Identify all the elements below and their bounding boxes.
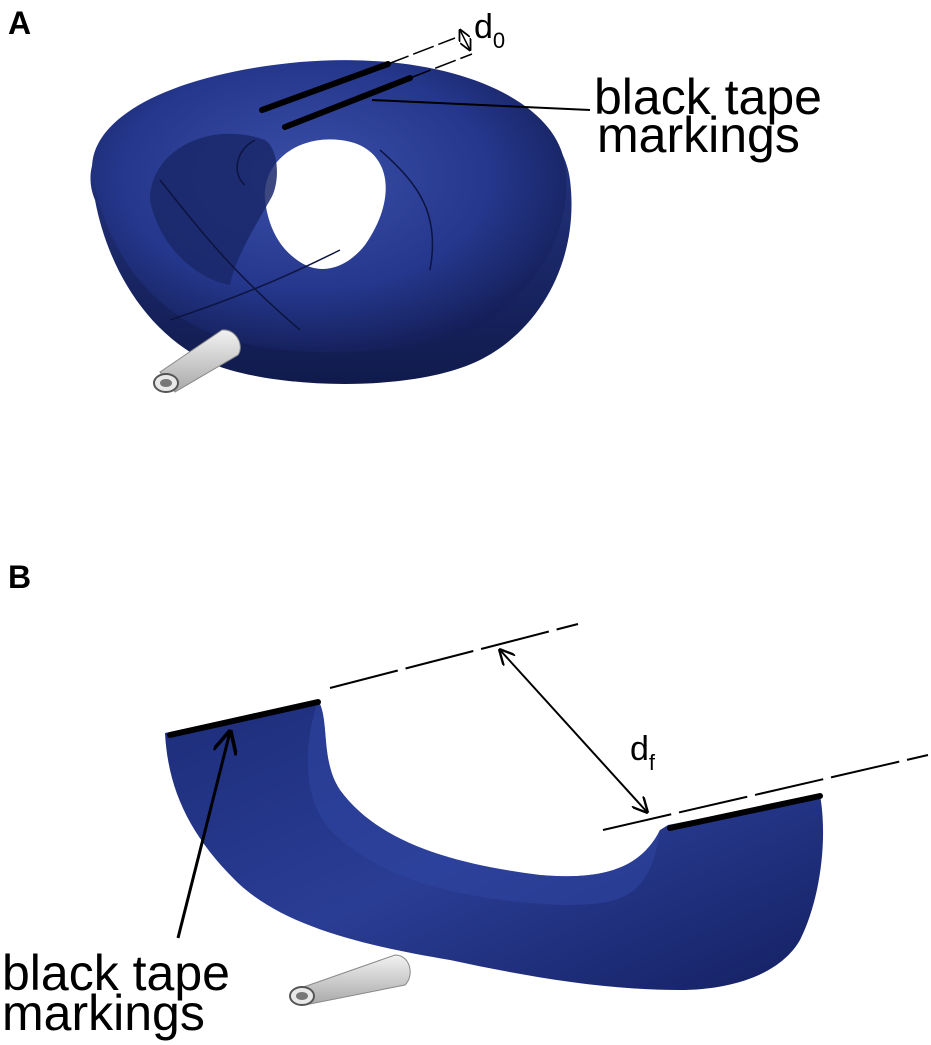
ring-inner-wall bbox=[150, 133, 277, 285]
panel-a-letter: A bbox=[8, 5, 31, 41]
d0-label: d0 bbox=[474, 8, 505, 53]
d0-arrow bbox=[460, 30, 470, 50]
ring-seam-2 bbox=[169, 249, 341, 321]
ring-hole bbox=[264, 139, 386, 269]
label-b-line1: black tape bbox=[2, 945, 230, 1001]
closed-ring-device bbox=[90, 60, 572, 393]
tape-marking-b-right bbox=[667, 793, 823, 831]
panel-b: B df black tape markings bbox=[2, 559, 929, 1041]
df-label: df bbox=[630, 730, 656, 775]
label-b-line2: markings bbox=[2, 985, 205, 1041]
label-a-pointer bbox=[371, 99, 591, 111]
u-device-inner bbox=[307, 700, 660, 905]
label-b-pointer bbox=[176, 732, 230, 939]
tape-marking-b-left bbox=[167, 699, 321, 738]
df-extension-lower bbox=[602, 754, 929, 831]
panel-a: A bbox=[8, 5, 822, 393]
df-extension-upper bbox=[329, 623, 579, 689]
df-arrow bbox=[500, 650, 647, 812]
panel-b-letter: B bbox=[8, 559, 31, 595]
ring-seam-4 bbox=[379, 149, 434, 271]
tape-marking-a-upper bbox=[259, 61, 391, 113]
ring-seam-3 bbox=[236, 139, 256, 186]
d0-extension-lower bbox=[409, 53, 473, 79]
label-a-line2: markings bbox=[597, 107, 800, 163]
ring-seam-1 bbox=[159, 179, 301, 331]
tape-marking-a-lower bbox=[282, 75, 413, 130]
label-a-line1: black tape bbox=[594, 69, 822, 125]
u-valve bbox=[289, 954, 411, 1006]
open-u-device bbox=[165, 699, 824, 1006]
u-device-body bbox=[165, 700, 824, 990]
d0-extension-upper bbox=[387, 37, 456, 65]
ring-valve bbox=[153, 329, 241, 393]
